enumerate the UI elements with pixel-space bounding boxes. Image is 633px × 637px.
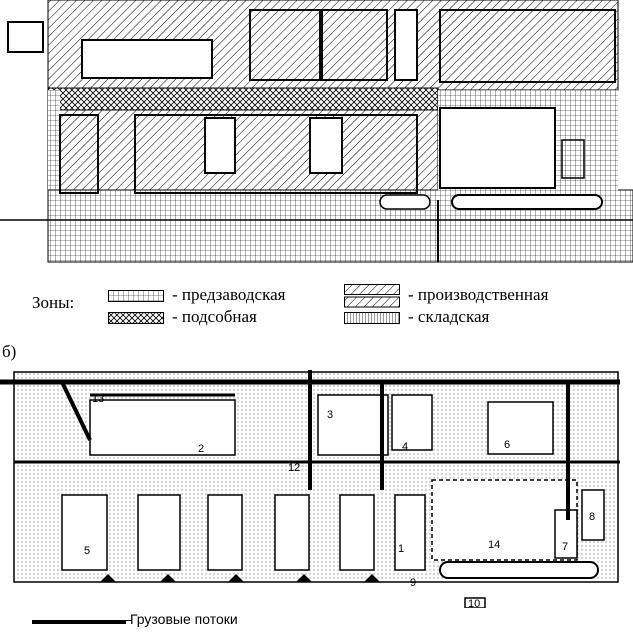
cargo-flows: [0, 370, 620, 520]
zones-label: Зоны:: [32, 293, 75, 312]
building-a2: [249, 9, 321, 81]
building-number-5: 5: [84, 545, 90, 557]
building-number-8: 8: [589, 511, 595, 523]
building-numbers: 1 2 3 4 5 6 7 8 9 10 12 13 14: [84, 393, 595, 608]
road-loop-plan-b: [439, 561, 599, 579]
building-a5: [439, 9, 616, 83]
building-a3: [321, 9, 388, 81]
zoning-plan-a: [0, 0, 633, 263]
bay-arrows: [100, 574, 380, 582]
cargo-flow-legend-dash: –: [124, 611, 132, 627]
road-loop-b: [379, 194, 431, 210]
legend-label-warehouse: - складская: [408, 307, 490, 326]
block-b-top-left: [89, 399, 236, 456]
block-b-10: [464, 597, 486, 608]
plan-b-label: б): [2, 342, 17, 361]
legend-swatch-warehouse: [344, 312, 400, 324]
building-a4: [394, 9, 418, 81]
pre-factory-zone-left: [48, 90, 60, 210]
legend-label-production: - производственная: [408, 285, 549, 304]
block-b-6: [487, 401, 554, 455]
building-number-13: 13: [92, 393, 104, 405]
production-zone-middle: [47, 109, 439, 201]
auxiliary-zone-strip: [47, 87, 439, 111]
legend-label-auxiliary: - подсобная: [172, 307, 257, 326]
building-a10: [309, 117, 343, 174]
building-number-9: 9: [410, 577, 416, 589]
building-number-14: 14: [488, 539, 500, 551]
building-number-4: 4: [402, 441, 408, 453]
building-a1: [81, 39, 213, 79]
building-a11: [439, 107, 556, 189]
building-number-12: 12: [288, 462, 300, 474]
block-b-4: [391, 394, 433, 451]
building-number-2: 2: [198, 443, 204, 455]
building-number-3: 3: [327, 409, 333, 421]
building-a8: [134, 114, 418, 194]
cargo-flow-legend-label: Грузовые потоки: [130, 611, 238, 627]
legend-swatch-auxiliary: [108, 312, 164, 324]
legend-swatch-production: [344, 284, 400, 308]
block-b-3: [317, 394, 389, 456]
block-b-14: [431, 479, 578, 561]
building-number-1: 1: [398, 543, 404, 555]
cargo-flow-legend-line: [32, 620, 126, 624]
legend-label-pre-factory: - предзаводская: [172, 285, 286, 304]
legend-swatch-pre-factory: [108, 290, 164, 302]
building-number-6: 6: [504, 439, 510, 451]
building-number-7: 7: [562, 541, 568, 553]
building-a7: [59, 114, 99, 194]
building-a9: [204, 117, 236, 174]
building-number-10: 10: [468, 598, 480, 608]
building-a6: [7, 21, 44, 53]
road-loop-a: [451, 194, 603, 210]
lower-bays: [61, 494, 426, 571]
block-b-8: [581, 489, 605, 541]
cargo-flow-plan-b: 1 2 3 4 5 6 7 8 9 10 12 13 14: [0, 370, 620, 608]
building-a12: [561, 139, 585, 179]
